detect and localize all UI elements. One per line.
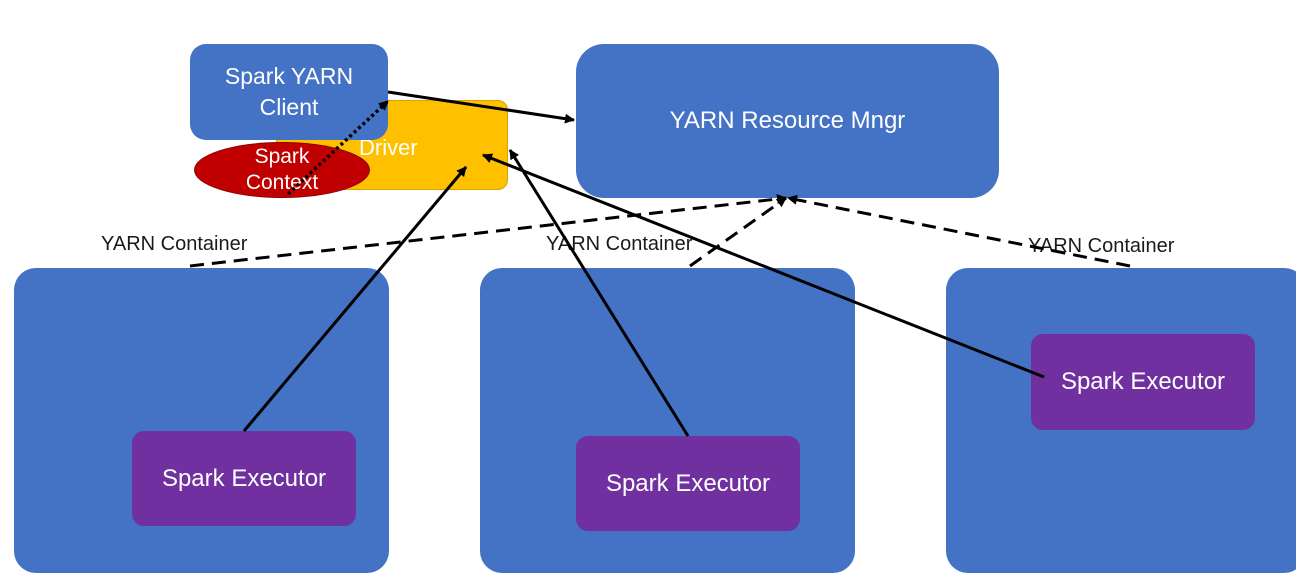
- yarn-resource-manager: YARN Resource Mngr: [576, 44, 999, 198]
- spark-executor-2: Spark Executor: [576, 436, 800, 531]
- yarn-container-1: [14, 268, 389, 573]
- client-label-line2: Client: [259, 94, 319, 120]
- client-label-line1: Spark YARN: [224, 63, 354, 89]
- context-label-line1: Spark: [254, 145, 310, 168]
- spark-yarn-client: Spark YARN Client: [190, 44, 388, 140]
- dashed-container-1-to-rm: [189, 194, 787, 268]
- container-1-label: YARN Container: [101, 233, 248, 255]
- dashed-container-2-to-rm: [689, 196, 787, 268]
- container-2-label: YARN Container: [546, 233, 693, 255]
- executor-2-label: Spark Executor: [605, 469, 771, 497]
- executor-1-label: Spark Executor: [161, 464, 327, 492]
- executor-3-label: Spark Executor: [1060, 368, 1226, 395]
- spark-executor-3: Spark Executor: [1031, 334, 1255, 430]
- spark-context: Spark Context: [194, 142, 370, 198]
- resource-manager-label: YARN Resource Mngr: [669, 107, 906, 134]
- spark-executor-1: Spark Executor: [132, 431, 356, 526]
- context-label-line2: Context: [245, 171, 319, 194]
- container-3-label: YARN Container: [1028, 235, 1175, 257]
